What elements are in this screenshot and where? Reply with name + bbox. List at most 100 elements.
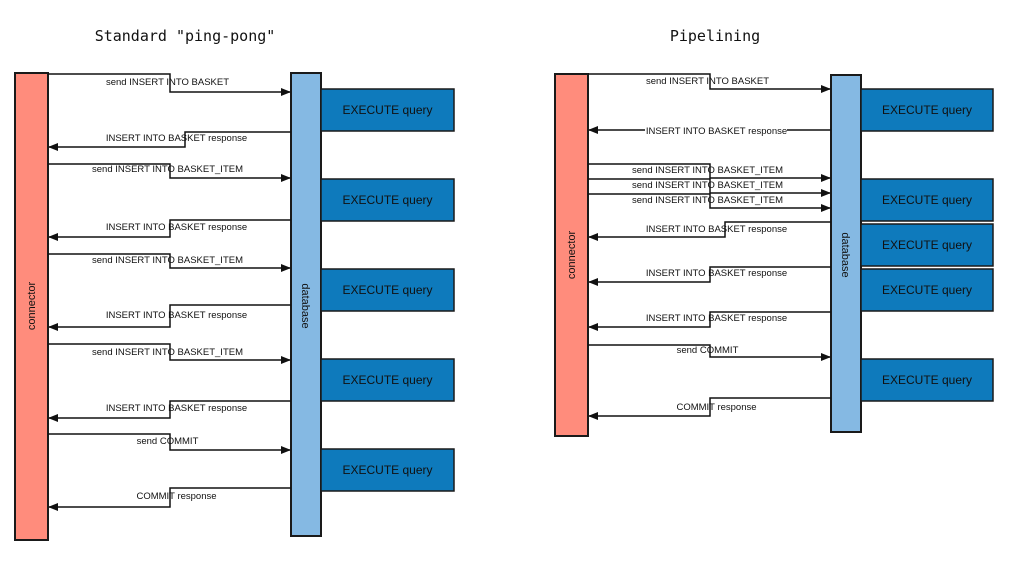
execute-query-box: EXECUTE query [860,358,994,402]
execute-query-box: EXECUTE query [320,358,455,402]
request-message: send COMMIT [48,433,291,454]
message-label: send INSERT INTO BASKET_ITEM [632,180,783,191]
execute-query-box: EXECUTE query [860,268,994,312]
message-arrow [588,178,831,197]
message-arrow [588,397,831,420]
message-arrow [588,73,831,93]
execute-query-box: EXECUTE query [320,268,455,312]
message-arrow [48,304,291,331]
execute-query-rect [320,448,455,492]
message-arrow [48,343,291,364]
message-arrow [48,163,291,182]
execute-query-rect [320,88,455,132]
execute-query-label: EXECUTE query [882,283,972,297]
message-label: send INSERT INTO BASKET_ITEM [92,164,243,175]
message-label: INSERT INTO BASKET response [106,403,247,414]
request-message: send INSERT INTO BASKET [588,73,831,93]
execute-query-rect [860,268,994,312]
execute-query-rect [320,268,455,312]
request-message: send INSERT INTO BASKET_ITEM [48,343,291,364]
diagram-title: Pipelining [670,27,760,45]
message-arrow [588,266,831,286]
pipelining-diagram: Pipelining connector database EXECUTE qu… [554,27,994,437]
connector-bar [14,72,49,541]
message-label: INSERT INTO BASKET response [646,313,787,324]
message-arrow [588,221,831,241]
execute-query-label: EXECUTE query [882,238,972,252]
message-arrow [48,433,291,454]
execute-query-rect [860,178,994,222]
request-message: send INSERT INTO BASKET_ITEM [48,253,291,272]
response-message: INSERT INTO BASKET response [48,400,291,422]
database-lifeline: database [290,72,322,537]
diagram-title: Standard "ping-pong" [95,27,276,45]
message-arrow [48,400,291,422]
execute-query-box: EXECUTE query [860,88,994,132]
execute-query-rect [860,358,994,402]
execute-query-rect [320,178,455,222]
connector-bar [554,73,589,437]
response-message: INSERT INTO BASKET response [48,219,291,241]
message-arrow [48,73,291,96]
execute-query-rect [320,358,455,402]
database-lifeline: database [830,74,862,433]
message-arrow [588,163,831,182]
request-message: send INSERT INTO BASKET_ITEM [48,163,291,182]
execute-query-rect [860,223,994,267]
execute-query-box: EXECUTE query [320,88,455,132]
execute-query-label: EXECUTE query [882,373,972,387]
database-bar [830,74,862,433]
request-message: send INSERT INTO BASKET [48,73,291,96]
message-label: COMMIT response [136,491,216,502]
execute-query-label: EXECUTE query [882,193,972,207]
connector-lifeline: connector [14,72,49,541]
message-label: INSERT INTO BASKET response [646,224,787,235]
database-label: database [839,232,851,277]
connector-label: connector [26,282,38,331]
message-arrow [48,487,291,511]
execute-query-box: EXECUTE query [860,223,994,267]
message-label: INSERT INTO BASKET response [106,310,247,321]
message-label: send INSERT INTO BASKET_ITEM [92,255,243,266]
response-message: INSERT INTO BASKET response [48,304,291,331]
execute-query-box: EXECUTE query [320,178,455,222]
execute-query-label: EXECUTE query [882,103,972,117]
message-label: send INSERT INTO BASKET [646,76,769,87]
connector-lifeline: connector [554,73,589,437]
message-label: send INSERT INTO BASKET_ITEM [92,347,243,358]
message-label: send COMMIT [137,436,199,447]
execute-query-label: EXECUTE query [342,283,432,297]
messages: send INSERT INTO BASKET INSERT INTO BASKE… [48,73,291,511]
connector-label: connector [566,231,578,280]
message-arrow [588,193,831,212]
execute-query-box: EXECUTE query [860,178,994,222]
request-message: send INSERT INTO BASKET_ITEM [588,193,831,212]
response-message: INSERT INTO BASKET response [588,221,831,241]
response-message: INSERT INTO BASKET response [588,311,831,331]
request-message: send COMMIT [588,344,831,361]
message-label: send INSERT INTO BASKET [106,77,229,88]
execute-query-rect [860,88,994,132]
execute-query-label: EXECUTE query [342,103,432,117]
execute-query-label: EXECUTE query [342,373,432,387]
messages: send INSERT INTO BASKET INSERT INTO BASKE… [588,73,831,420]
ping-pong-diagram: Standard "ping-pong" connector database … [14,27,455,541]
execute-query-label: EXECUTE query [342,463,432,477]
request-message: send INSERT INTO BASKET_ITEM [588,163,831,182]
message-arrow [48,253,291,272]
message-label: send INSERT INTO BASKET_ITEM [632,195,783,206]
database-bar [290,72,322,537]
message-arrow [48,131,291,151]
response-message: COMMIT response [588,397,831,420]
message-label: INSERT INTO BASKET response [106,222,247,233]
message-label: INSERT INTO BASKET response [646,268,787,279]
response-message: INSERT INTO BASKET response [588,266,831,286]
execute-query-label: EXECUTE query [342,193,432,207]
message-label: send INSERT INTO BASKET_ITEM [632,165,783,176]
execute-query-box: EXECUTE query [320,448,455,492]
database-label: database [299,283,311,328]
request-message: send INSERT INTO BASKET_ITEM [588,178,831,197]
